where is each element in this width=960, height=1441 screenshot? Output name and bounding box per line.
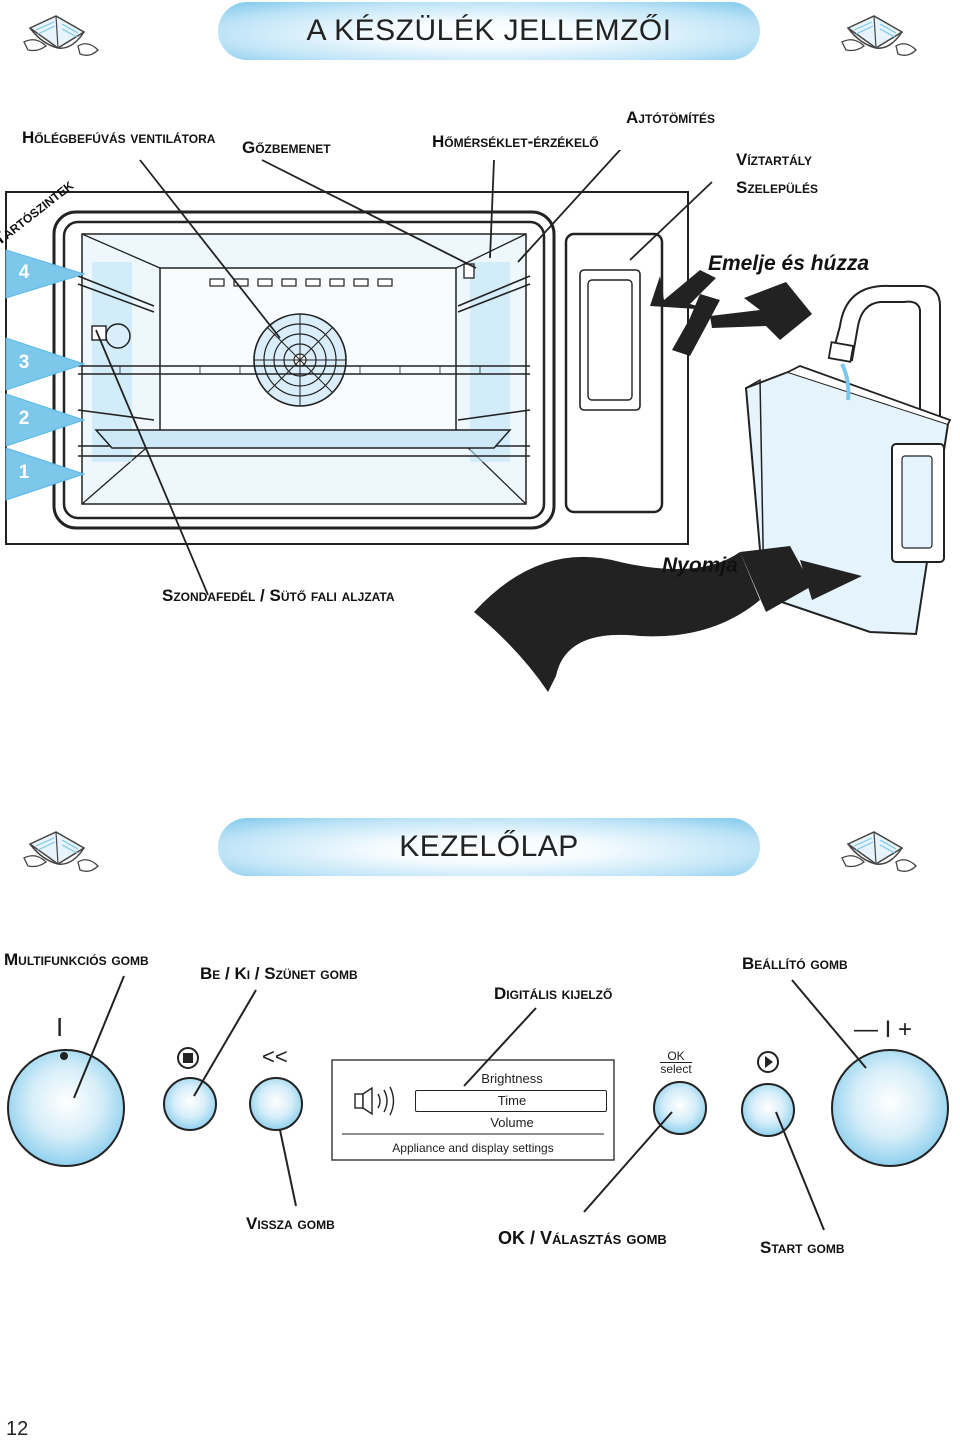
label-steam-inlet: Gőzbemenet bbox=[242, 138, 331, 157]
ok-select-label: OK select bbox=[646, 1050, 706, 1075]
label-water-tank: Víztartály bbox=[736, 150, 813, 169]
control-panel-diagram bbox=[7, 975, 949, 1231]
label-multifunction-knob: Multifunkciós gomb bbox=[4, 950, 149, 969]
section-title: KEZELŐLAP bbox=[399, 830, 579, 863]
label-start-button: Start gomb bbox=[760, 1238, 845, 1257]
select-label: select bbox=[660, 1062, 692, 1076]
label-on-off-button: Be / Ki / Szünet gomb bbox=[200, 964, 358, 983]
setting-knob bbox=[831, 1049, 949, 1167]
ok-label: OK bbox=[660, 1050, 692, 1063]
book-icon bbox=[841, 831, 917, 872]
back-symbol: << bbox=[262, 1044, 288, 1069]
display-selection-box bbox=[415, 1090, 607, 1112]
shelf-number-2: 2 bbox=[18, 408, 30, 429]
display-line-volume: Volume bbox=[490, 1115, 534, 1130]
book-icon bbox=[23, 831, 99, 872]
section-title: A KÉSZÜLÉK JELLEMZŐI bbox=[306, 14, 672, 47]
page-number: 12 bbox=[6, 1418, 29, 1440]
label-door-seal: Ajtótömítés bbox=[626, 108, 715, 127]
instruction-push: Nyomja bbox=[662, 554, 738, 577]
label-probe-cover: Szondafedél / Sütő fali aljzata bbox=[162, 586, 395, 605]
label-setting-knob: Beállító gomb bbox=[742, 954, 848, 973]
label-digital-display: Digitális kijelző bbox=[494, 984, 613, 1003]
multifunction-mark: I bbox=[56, 1012, 64, 1042]
display-line-time: Time bbox=[497, 1093, 527, 1108]
book-icon bbox=[841, 15, 917, 56]
on-off-pause-button bbox=[163, 1077, 217, 1131]
display-line-brightness: Brightness bbox=[481, 1071, 543, 1086]
label-fan: Hőlégbefúvás ventilátora bbox=[22, 128, 216, 147]
label-valve-seat: Szelepülés bbox=[736, 178, 819, 197]
shelf-number-1: 1 bbox=[18, 462, 30, 483]
label-ok-button: OK / Választás gomb bbox=[498, 1228, 667, 1248]
shelf-number-3: 3 bbox=[18, 352, 30, 373]
speaker-icon bbox=[354, 1086, 395, 1116]
ok-select-button bbox=[653, 1081, 707, 1135]
section-title-banner: KEZELŐLAP bbox=[218, 818, 760, 876]
label-back-button: Vissza gomb bbox=[246, 1214, 335, 1233]
multifunction-knob bbox=[7, 1049, 125, 1167]
shelf-number-4: 4 bbox=[18, 262, 30, 283]
instruction-lift-pull: Emelje és húzza bbox=[708, 252, 870, 275]
label-temp-sensor: Hőmérséklet-érzékelő bbox=[432, 132, 599, 151]
section-title-banner: A KÉSZÜLÉK JELLEMZŐI bbox=[218, 2, 760, 60]
start-button bbox=[741, 1083, 795, 1137]
display-footer: Appliance and display settings bbox=[392, 1141, 554, 1155]
oven-diagram bbox=[5, 150, 952, 692]
setting-symbols: — I + bbox=[854, 1016, 913, 1043]
book-icon bbox=[23, 15, 99, 56]
back-button bbox=[249, 1077, 303, 1131]
